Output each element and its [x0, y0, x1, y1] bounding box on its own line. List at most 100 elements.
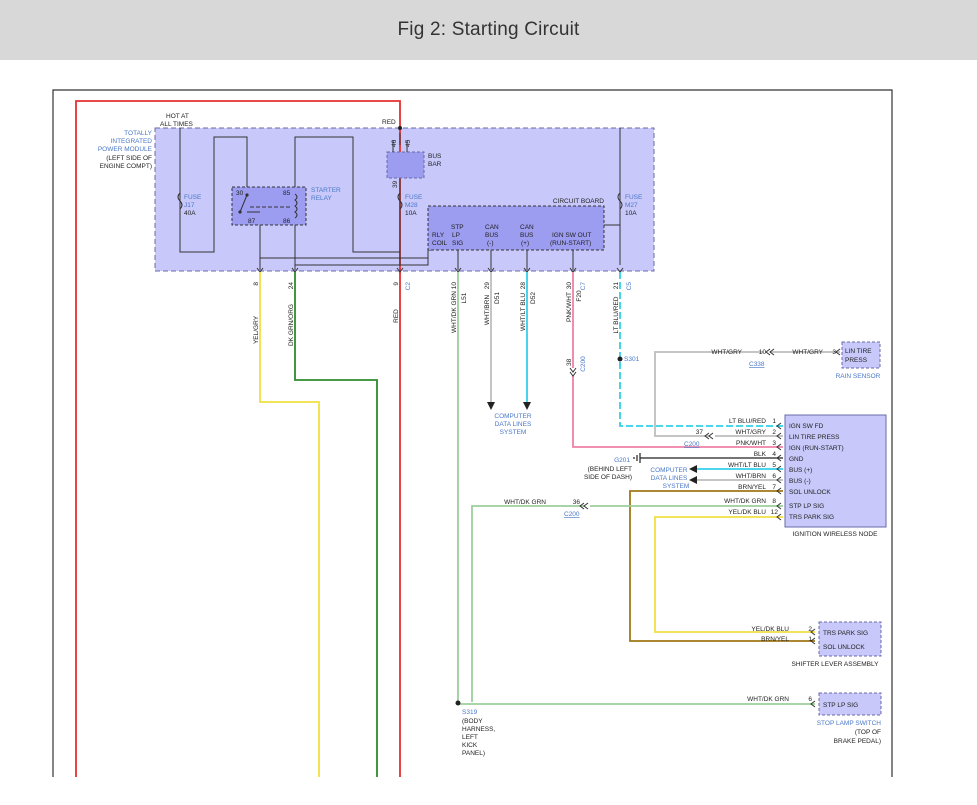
- node-func-2: LIN TIRE PRESS: [789, 434, 840, 441]
- c200-label-c: C200: [564, 511, 580, 518]
- pin-3-tire-label: 3: [832, 349, 836, 356]
- stop-lamp-switch-label: STOP LAMP SWITCH: [817, 720, 882, 727]
- pin-10-label: 10: [759, 349, 767, 356]
- ignition-wireless-node-box: [784, 414, 887, 528]
- stop-func: STP LP SIG: [823, 702, 858, 709]
- node-wire-2: WHT/GRY: [735, 429, 766, 436]
- red-label-top: RED: [382, 119, 396, 126]
- wht-gry-wire-to-node: [654, 351, 783, 437]
- s319-location-4: KICK: [462, 742, 478, 749]
- fuse-j17-label-3: 40A: [184, 210, 196, 217]
- red-wire-feed: [75, 100, 401, 777]
- computer-data-lines-b-2: DATA LINES: [651, 475, 688, 482]
- fuse-j17-icon: [177, 192, 183, 210]
- cb-ign-sw-out-2: (RUN-START): [550, 240, 591, 247]
- cb-can-bus-neg-1: CAN: [485, 224, 499, 231]
- wire-wht-dk-grn: WHT/DK GRN: [451, 291, 458, 333]
- node-wire-7: BRN/YEL: [738, 484, 766, 491]
- s319-location-2: HARNESS,: [462, 726, 495, 733]
- fuse-m28-label-1: FUSE: [405, 194, 423, 201]
- cb-can-bus-neg-2: BUS: [485, 232, 499, 239]
- computer-data-lines-3: SYSTEM: [500, 429, 527, 436]
- node-wire-12: YEL/DK BLU: [728, 509, 766, 516]
- bus-bar-label-2: BAR: [428, 161, 442, 168]
- fuse-m27-label-3: 10A: [625, 210, 637, 217]
- cavity-21: 21: [613, 282, 620, 290]
- wire-l51: L51: [461, 292, 468, 303]
- g201-location-1: (BEHIND LEFT: [588, 466, 632, 473]
- lin-tire-press-1: LIN TIRE: [845, 348, 872, 355]
- node-func-3: IGN (RUN-START): [789, 445, 844, 452]
- wire-d52: D52: [530, 292, 537, 304]
- s319-splice: [455, 700, 461, 706]
- node-wire-1: LT BLU/RED: [729, 418, 766, 425]
- s301-label: S301: [624, 356, 640, 363]
- wire-d51: D51: [494, 292, 501, 304]
- cb-stp-lp-sig-3: SIG: [452, 240, 463, 247]
- cavity-9: 9: [393, 282, 400, 286]
- wht-gry-wire-label-2: WHT/GRY: [792, 349, 823, 356]
- tipm-label-1: TOTALLY: [124, 130, 152, 137]
- brn-yel-wire: [629, 490, 815, 642]
- stop-wire: WHT/DK GRN: [747, 696, 789, 703]
- pin-37-label: 37: [696, 429, 704, 436]
- node-pin-2: 2: [772, 429, 776, 436]
- cb-stp-lp-sig-1: STP: [451, 224, 464, 231]
- cavity-c2: C2: [405, 282, 412, 291]
- wire-wht-lt-blu: WHT/LT BLU: [520, 293, 527, 331]
- title-bar: Fig 2: Starting Circuit: [0, 0, 977, 60]
- node-pin-1: 1: [772, 418, 776, 425]
- fuse-m27-label-1: FUSE: [625, 194, 643, 201]
- cavity-10: 10: [451, 282, 458, 290]
- relay-pin-86: 86: [283, 218, 291, 225]
- circuit-board: [427, 205, 605, 251]
- shifter-lever-box: [818, 621, 882, 657]
- hot-at-all-times-label-2: ALL TIMES: [160, 121, 194, 128]
- cavity-c7: C7: [580, 282, 587, 291]
- circuit-board-label: CIRCUIT BOARD: [553, 198, 604, 205]
- fuse-j17-label-1: FUSE: [184, 194, 202, 201]
- node-func-4: GND: [789, 456, 804, 463]
- fuse-m27-label-2: M27: [625, 202, 638, 209]
- g201-label: G201: [614, 457, 630, 464]
- wire-yel-gry: YEL/GRY: [253, 315, 260, 344]
- c200-label: C200: [580, 356, 587, 372]
- pin-46: 46: [391, 139, 398, 147]
- cavity-8: 8: [253, 282, 260, 286]
- node-pin-7: 7: [772, 484, 776, 491]
- g201-location-2: SIDE OF DASH): [584, 474, 632, 481]
- diagram-frame: [52, 89, 893, 777]
- node-pin-8: 8: [772, 498, 776, 505]
- computer-data-lines-b-1: COMPUTER: [650, 467, 688, 474]
- starter-relay: [231, 186, 307, 226]
- pin-45: 45: [405, 139, 412, 147]
- wire-dk-grn-org: DK GRN/ORG: [288, 304, 295, 346]
- cavity-c5: C5: [626, 282, 633, 291]
- cb-can-bus-pos-3: (+): [521, 240, 529, 247]
- connector-chevrons: [569, 348, 841, 708]
- computer-data-lines-2: DATA LINES: [495, 421, 532, 428]
- node-wire-4: BLK: [754, 451, 767, 458]
- shifter-wire-2: BRN/YEL: [761, 636, 789, 643]
- cb-can-bus-neg-3: (-): [487, 240, 494, 247]
- node-pin-6: 6: [772, 473, 776, 480]
- pin-38: 38: [566, 358, 573, 366]
- wht-gry-wire-label-1: WHT/GRY: [711, 349, 742, 356]
- bus-bar: [386, 151, 425, 179]
- fuse-m28-icon: [397, 192, 403, 210]
- tipm-location-1: (LEFT SIDE OF: [106, 155, 152, 162]
- wire-red-label: RED: [393, 309, 400, 323]
- computer-data-lines-b-3: SYSTEM: [663, 483, 690, 490]
- arrow-down-icon: [487, 402, 495, 410]
- node-func-6: BUS (-): [789, 478, 811, 485]
- cavity-30: 30: [566, 282, 573, 290]
- rain-sensor-label: RAIN SENSOR: [836, 373, 881, 380]
- s319-location-1: (BODY: [462, 718, 483, 725]
- cb-rly-coil-1: RLY: [432, 232, 445, 239]
- s319-location-3: LEFT: [462, 734, 478, 741]
- tipm-label-2: INTEGRATED: [111, 138, 153, 145]
- relay-coil-icon: [294, 193, 298, 219]
- cb-rly-coil-2: COIL: [432, 240, 448, 247]
- wire-wht-brn: WHT/BRN: [484, 295, 491, 326]
